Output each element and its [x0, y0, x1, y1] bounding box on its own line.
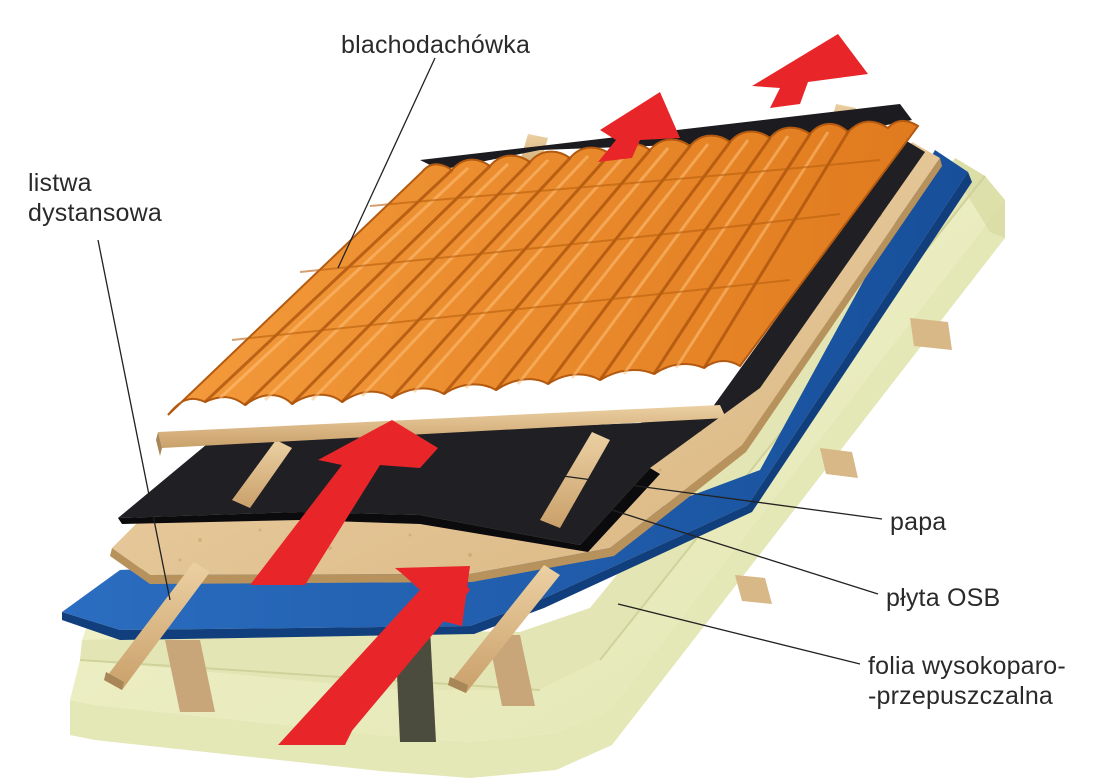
label-roof-sheet: blachodachówka: [341, 30, 530, 60]
airflow-arrows: [250, 34, 868, 745]
label-membrane: folia wysokoparo- -przepuszczalna: [868, 651, 1066, 711]
arrow-up-icon: [250, 420, 438, 585]
leader-batten: [97, 239, 171, 601]
label-osb-text: płyta OSB: [886, 584, 1001, 612]
label-counter-batten-line2: dystansowa: [28, 199, 163, 227]
label-felt: papa: [890, 507, 946, 537]
leader-lines: [97, 57, 883, 665]
label-felt-text: papa: [890, 508, 947, 536]
leader-felt: [547, 473, 883, 520]
label-membrane-line2: -przepuszczalna: [868, 682, 1054, 710]
arrow-up-icon: [598, 92, 680, 162]
leader-roof-sheet: [337, 57, 436, 269]
label-counter-batten-line1: listwa: [28, 169, 92, 197]
label-membrane-line1: folia wysokoparo-: [868, 652, 1066, 680]
label-counter-batten: listwa dystansowa: [28, 168, 162, 228]
label-roof-sheet-text: blachodachówka: [341, 31, 531, 59]
leader-osb: [611, 509, 879, 595]
arrow-up-icon: [752, 34, 868, 108]
leader-membrane: [617, 603, 861, 665]
counter-battens: [104, 104, 856, 693]
arrow-up-icon: [278, 568, 470, 745]
cross-batten: [156, 405, 726, 456]
label-osb: płyta OSB: [886, 583, 1000, 613]
felt-layer: [118, 140, 925, 552]
